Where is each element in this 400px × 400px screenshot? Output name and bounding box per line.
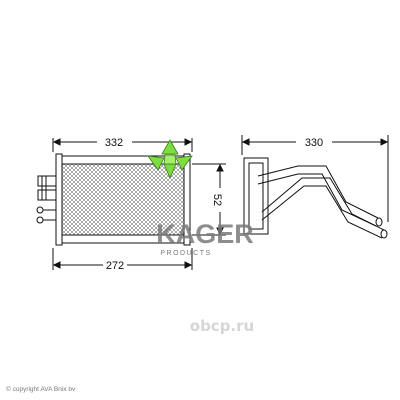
pipe-upper	[37, 175, 57, 187]
dimension-label-330: 330	[305, 137, 323, 149]
site-watermark: obcp.ru	[190, 317, 254, 335]
pipe-lower	[37, 189, 57, 201]
dimension-52	[192, 163, 226, 236]
green-leaf-icon	[147, 139, 193, 180]
bent-pipe-lower	[261, 177, 385, 231]
dimension-272	[52, 248, 193, 270]
watermark-sub: PRODUCTS	[160, 250, 211, 257]
left-side-plate	[55, 153, 63, 246]
right-side-plate	[183, 153, 191, 246]
bent-pipe-upper	[257, 165, 379, 219]
heater-core-front-view	[36, 153, 191, 246]
pipe-end-2	[380, 229, 388, 239]
fitting-upper	[36, 206, 44, 214]
pipe-end-1	[375, 217, 383, 227]
dimension-332	[52, 138, 193, 152]
dimension-330	[241, 135, 389, 222]
core-fins	[61, 163, 185, 236]
copyright-text: © copyright AVA Bnix bv	[6, 385, 76, 393]
watermark-brand: KAGER	[156, 219, 254, 249]
heater-core-side-view	[243, 157, 388, 239]
fitting-lower	[36, 216, 44, 224]
dimension-label-332: 332	[105, 137, 123, 149]
dimension-label-272: 272	[106, 260, 124, 272]
dimension-label-52: 52	[211, 194, 223, 206]
